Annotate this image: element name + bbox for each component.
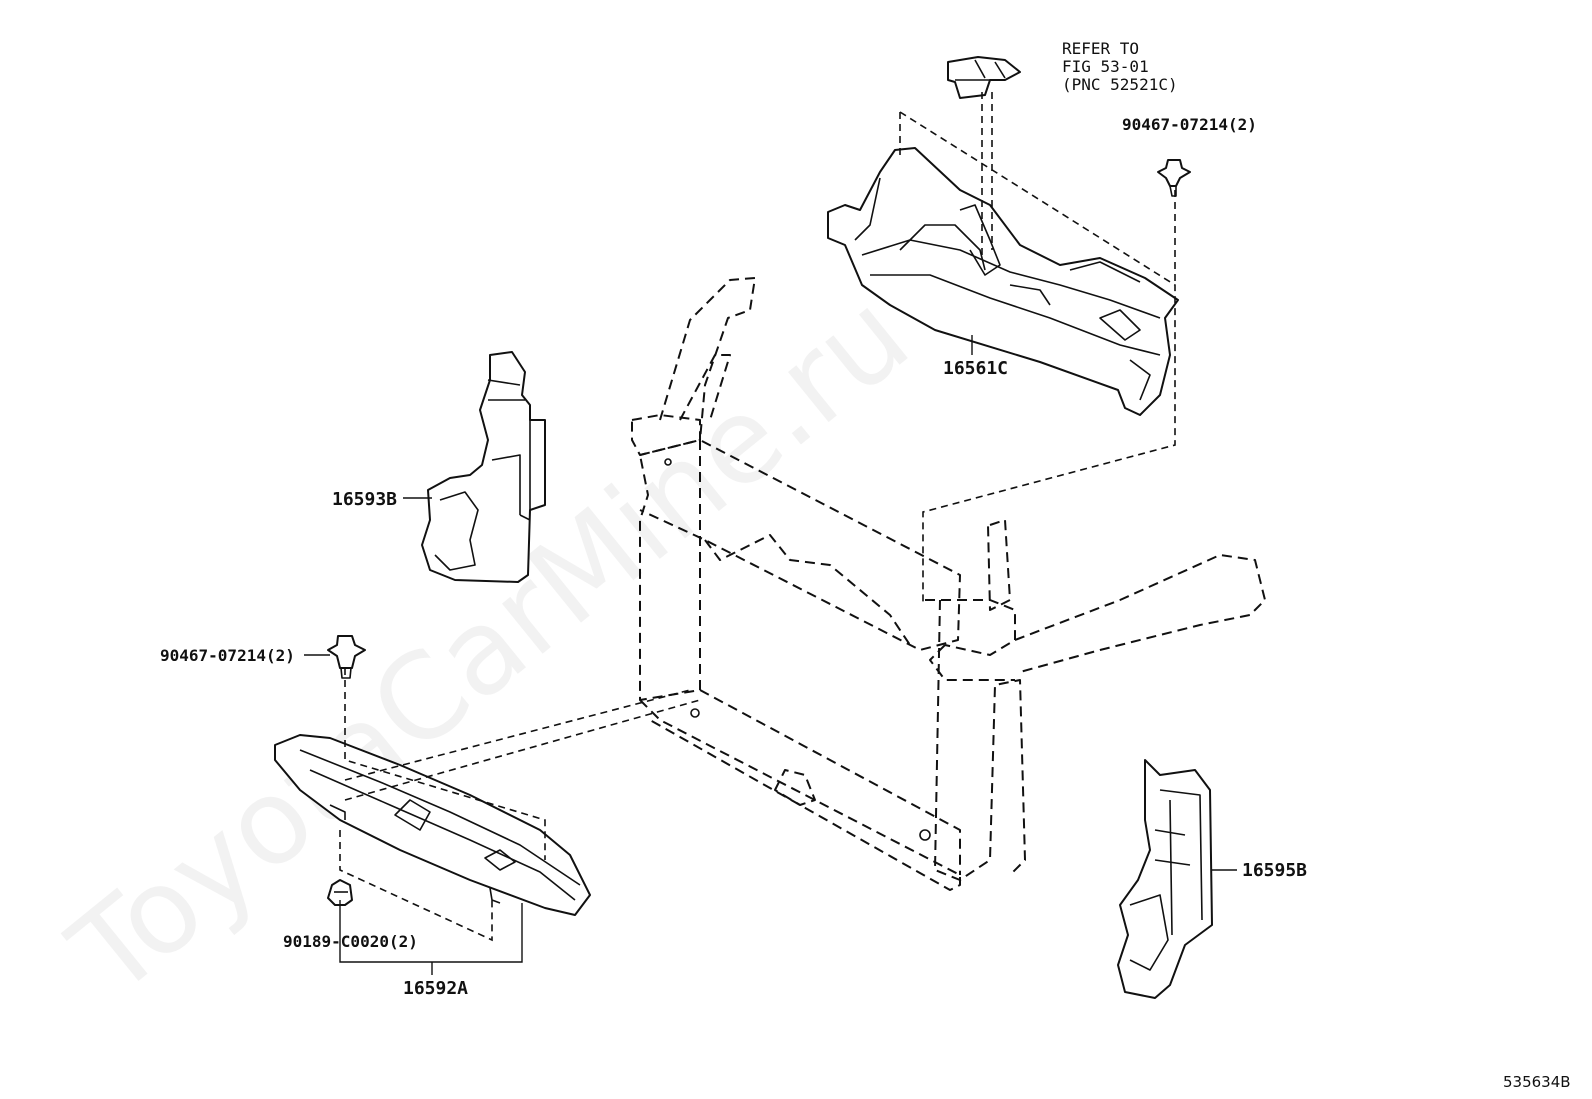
part-number-upper-cover: 16561C: [943, 358, 1008, 379]
part-number-clip-top-right: 90467-07214(2): [1122, 115, 1257, 134]
referenced-duct-part: [947, 56, 1021, 99]
upper-cover-part: [827, 147, 1179, 416]
lower-cover-part: [274, 734, 591, 916]
clip-lower-part: [327, 879, 353, 906]
left-seal-part: [421, 351, 546, 583]
part-number-right-seal: 16595B: [1242, 860, 1307, 881]
clip-top-right-part: [1157, 159, 1191, 197]
part-number-clip-lower: 90189-C0020(2): [283, 932, 418, 951]
assembly-lines: [339, 92, 1176, 942]
part-number-left-seal: 16593B: [332, 489, 397, 510]
right-seal-part: [1117, 759, 1213, 999]
reference-note-line3: (PNC 52521C): [1062, 75, 1178, 94]
clip-left-part: [327, 635, 366, 679]
part-number-clip-left: 90467-07214(2): [160, 646, 295, 665]
leader-lines: [304, 335, 1237, 975]
reference-note: REFER TO FIG 53-01 (PNC 52521C): [1062, 39, 1178, 94]
part-number-lower-cover: 16592A: [403, 978, 468, 999]
radiator-support-ghost: [631, 277, 1266, 891]
reference-note-line2: FIG 53-01: [1062, 57, 1149, 76]
illustration-id: 535634B: [1503, 1073, 1571, 1091]
reference-note-line1: REFER TO: [1062, 39, 1139, 58]
